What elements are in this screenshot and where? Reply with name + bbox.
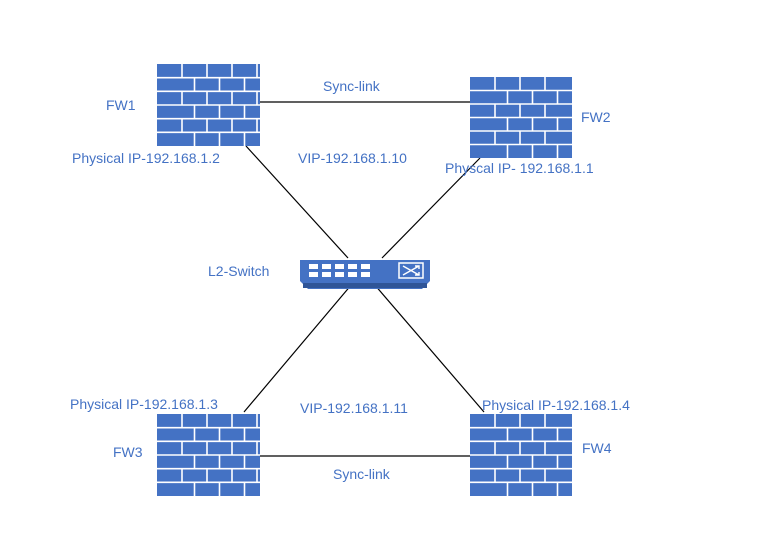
switch-label: L2-Switch [208, 263, 270, 279]
switch-port-icon [309, 272, 318, 277]
fw4-firewall-icon [470, 414, 572, 496]
switch-port-icon [348, 264, 357, 269]
fw1-label: FW1 [106, 97, 136, 113]
vip-top-label: VIP-192.168.1.10 [298, 150, 407, 166]
switch-port-icon [322, 272, 331, 277]
fw1-firewall-icon [157, 64, 260, 146]
fw2-label: FW2 [581, 109, 611, 125]
fw2-ip-label: Physcal IP- 192.168.1.1 [445, 160, 594, 176]
fw4-label: FW4 [582, 440, 612, 456]
shuffle-port-icon [398, 262, 424, 279]
vip-bottom-label: VIP-192.168.1.11 [300, 400, 408, 416]
switch-port-icon [361, 264, 370, 269]
switch-port-icon [361, 272, 370, 277]
switch-ports [309, 264, 370, 277]
fw3-switch-link [243, 283, 353, 413]
fw2-switch-link [381, 157, 481, 259]
switch-port-icon [335, 272, 344, 277]
sync-link-bottom-label: Sync-link [333, 466, 390, 482]
fw4-ip-label: Physical IP-192.168.1.4 [482, 397, 630, 413]
switch-port-icon [309, 264, 318, 269]
fw2-firewall-icon [470, 77, 572, 158]
sync-link-top-label: Sync-link [323, 78, 380, 94]
fw1-ip-label: Physical IP-192.168.1.2 [72, 150, 220, 166]
switch-port-icon [348, 272, 357, 277]
fw3-ip-label: Physical IP-192.168.1.3 [70, 396, 218, 412]
fw1-switch-link [245, 145, 349, 259]
l2-switch-icon [300, 260, 430, 289]
crossed-arrows-icon [402, 265, 420, 276]
switch-port-icon [322, 264, 331, 269]
fw3-firewall-icon [157, 414, 260, 496]
fw3-label: FW3 [113, 444, 143, 460]
switch-port-icon [335, 264, 344, 269]
fw4-switch-link [373, 283, 485, 413]
